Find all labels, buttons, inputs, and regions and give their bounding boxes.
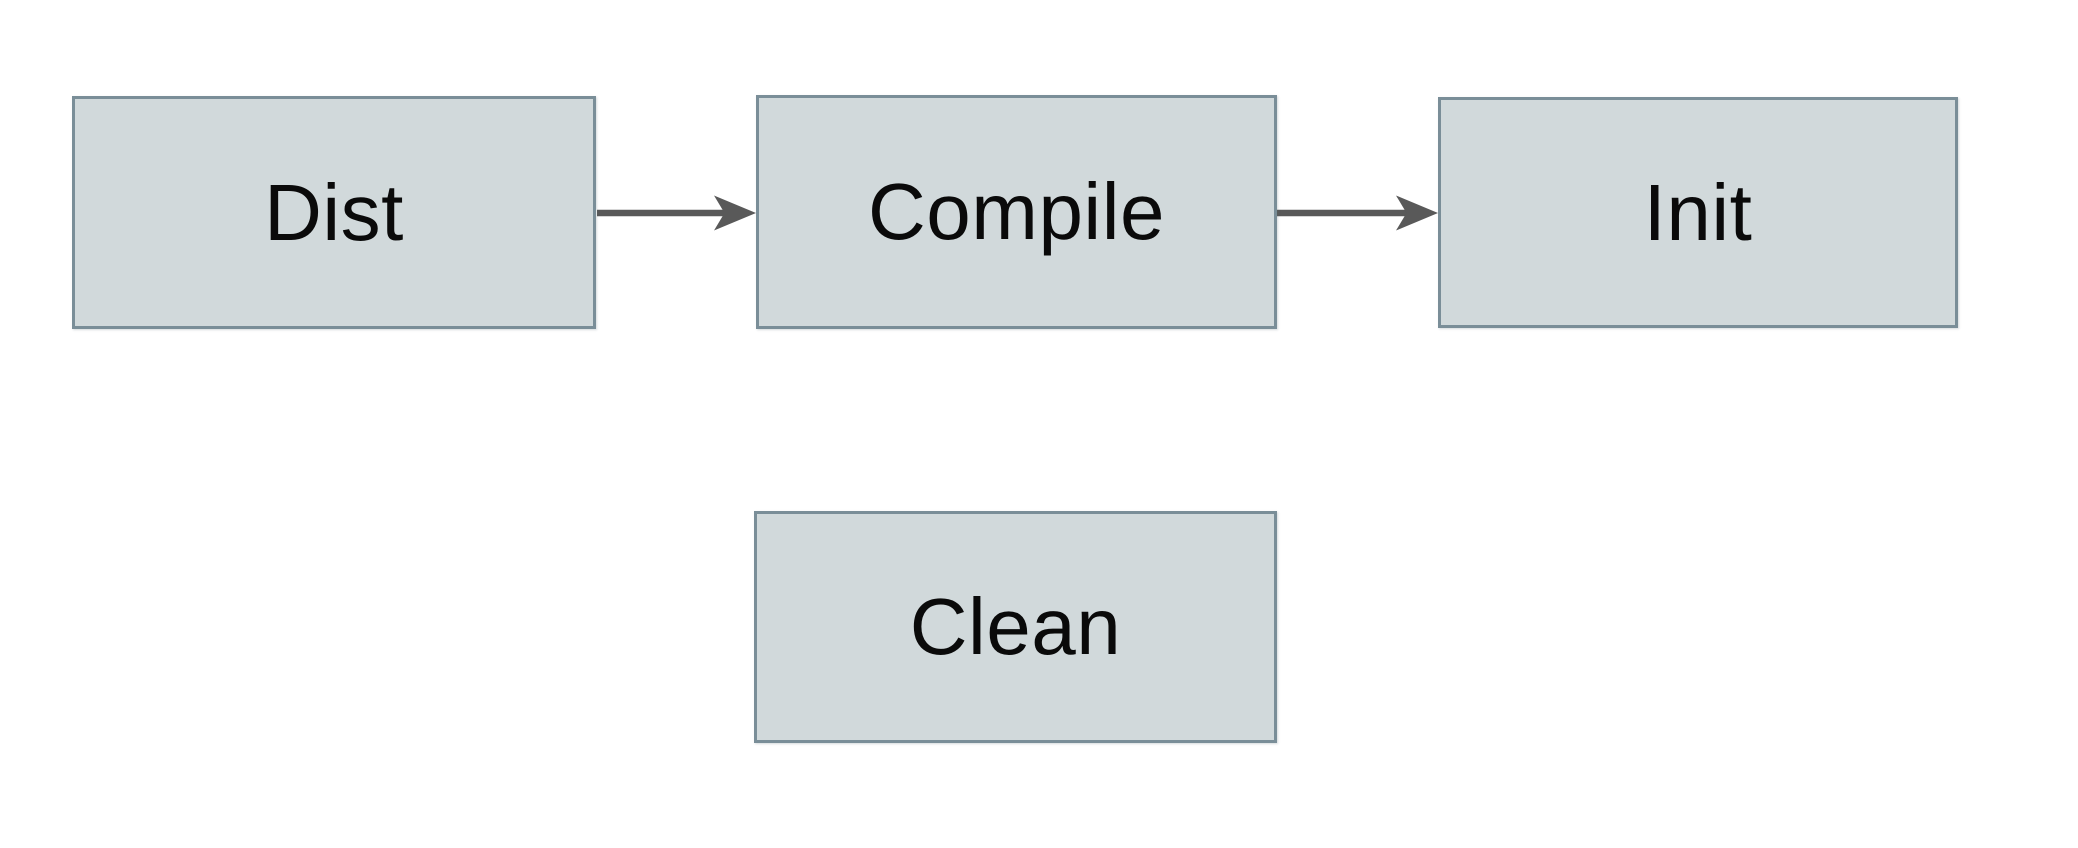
node-init-label: Init (1643, 167, 1753, 257)
node-compile[interactable]: Compile (756, 95, 1277, 329)
node-init[interactable]: Init (1438, 97, 1958, 328)
node-dist[interactable]: Dist (72, 96, 596, 329)
node-compile-label: Compile (868, 167, 1165, 256)
arrow-dist-to-compile[interactable] (597, 195, 756, 231)
node-clean[interactable]: Clean (754, 511, 1277, 743)
arrow-compile-to-init[interactable] (1277, 195, 1438, 231)
node-clean-label: Clean (909, 582, 1122, 671)
node-dist-label: Dist (264, 167, 404, 257)
